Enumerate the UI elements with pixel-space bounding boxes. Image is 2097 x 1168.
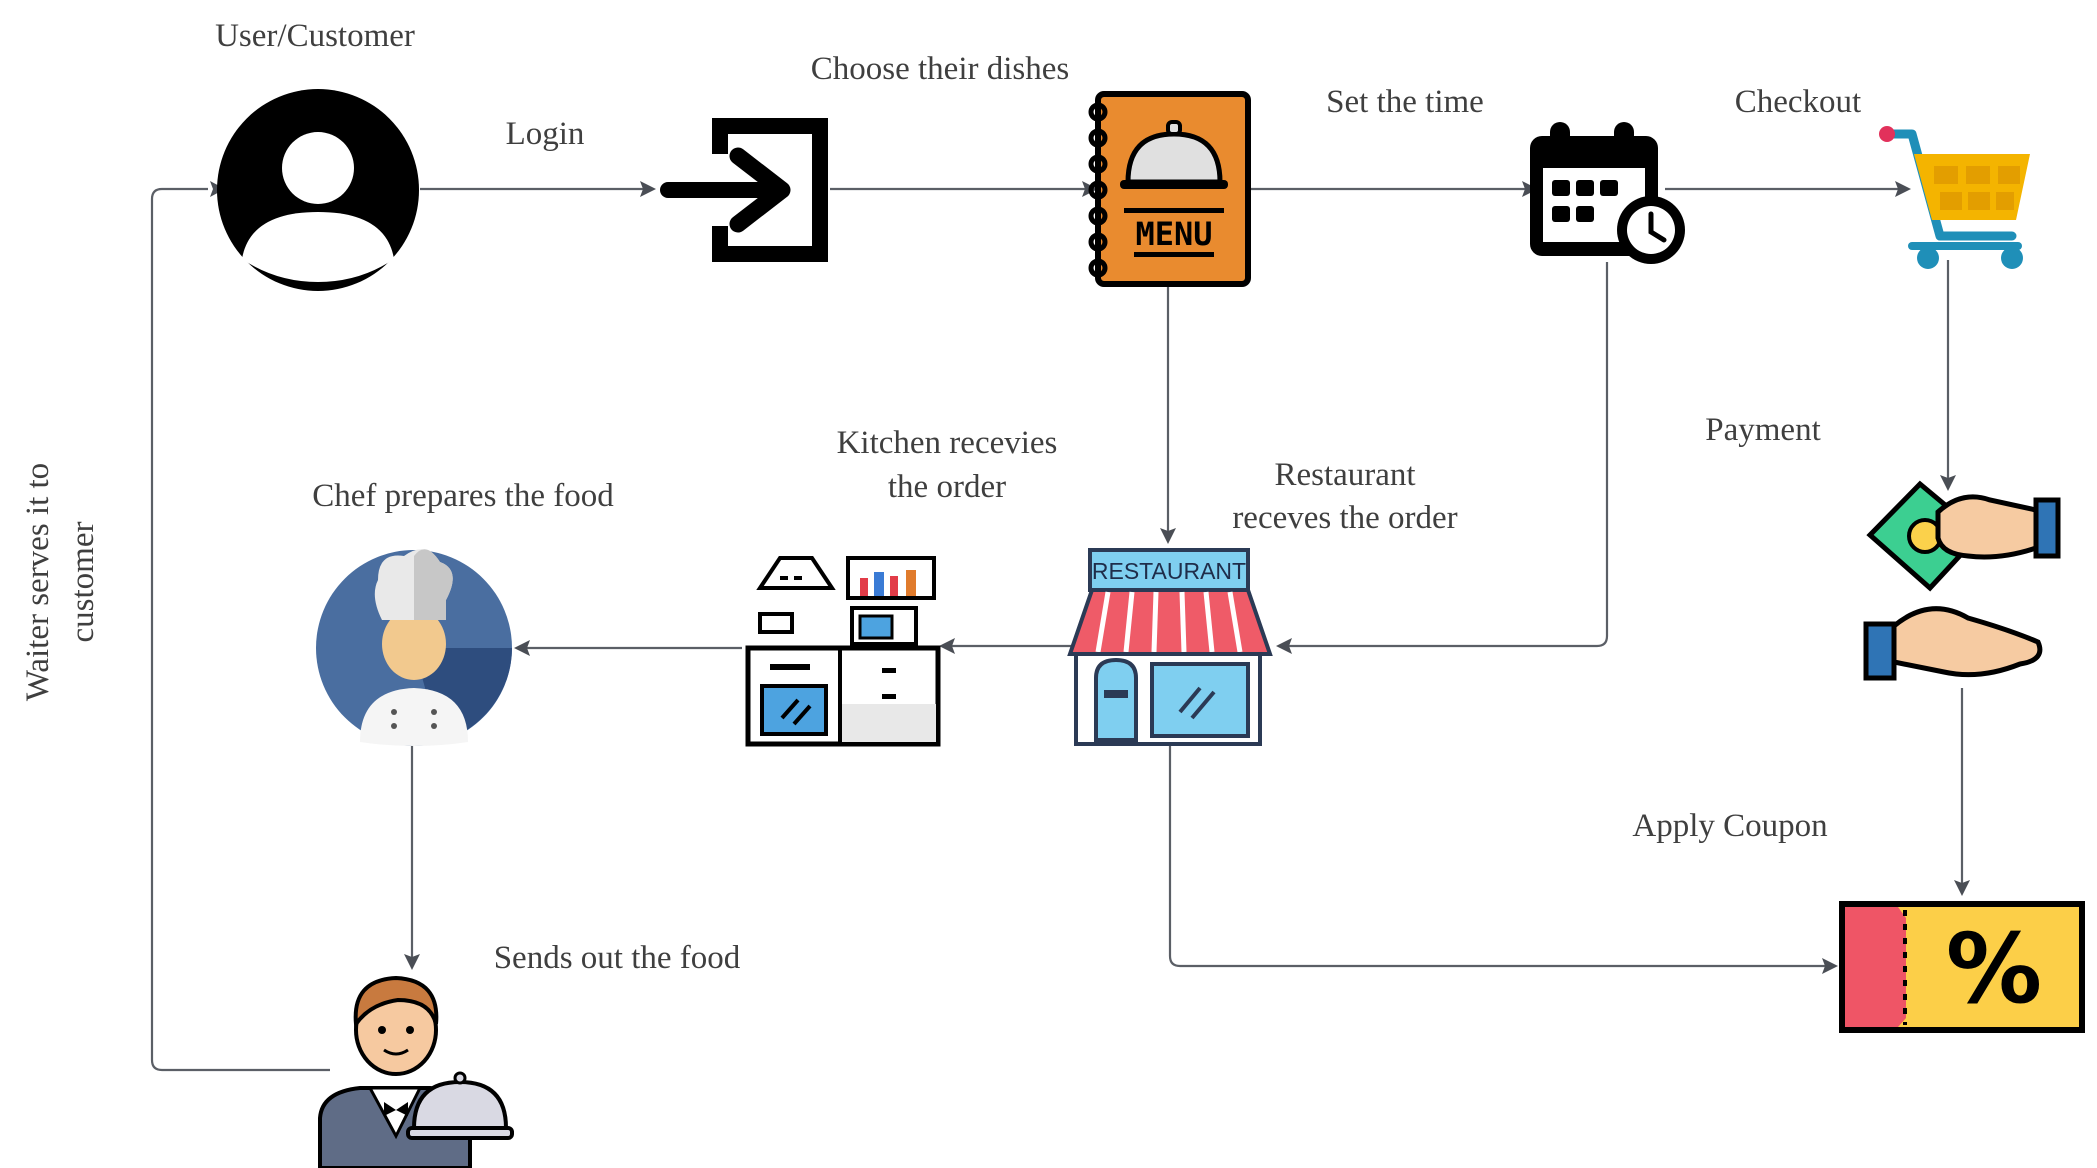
user-icon: [217, 89, 419, 291]
label-choose-dishes: Choose their dishes: [811, 51, 1069, 87]
label-waiter-line2: customer: [65, 522, 101, 643]
arrowhead-restaurant-down: [1160, 528, 1176, 544]
edge-waiter-to-user: [150, 187, 330, 1072]
arrowhead-restaurant-side: [1276, 638, 1292, 654]
label-apply-coupon: Apply Coupon: [1632, 808, 1827, 844]
calendar-clock-icon: [1530, 122, 1685, 264]
arrowhead-coupon-down: [1954, 880, 1970, 896]
label-restaurant-line1: Restaurant: [1274, 457, 1415, 493]
arrowhead-chef: [514, 640, 530, 656]
labels: User/Customer Login Choose their dishes …: [20, 18, 1861, 976]
edge-calendar-to-restaurant: [1282, 262, 1609, 648]
arrowhead-kitchen: [939, 638, 955, 654]
edges: [150, 187, 1964, 1072]
kitchen-icon: [745, 556, 941, 747]
label-waiter-line1: Waiter serves it to: [20, 463, 56, 701]
label-user-customer: User/Customer: [215, 18, 415, 54]
arrowheads: [210, 181, 1970, 974]
arrowhead-payment: [1940, 475, 1956, 491]
menu-book-icon: MENU: [1088, 91, 1251, 287]
restaurant-store-icon: RESTAURANT: [1067, 548, 1273, 746]
coupon-icon: %: [1839, 901, 2085, 1033]
label-set-time: Set the time: [1326, 84, 1484, 120]
arrowhead-login: [640, 181, 656, 197]
menu-text: MENU: [1135, 215, 1212, 253]
arrowhead-cart: [1895, 181, 1911, 197]
login-icon: [660, 118, 828, 262]
label-kitchen-line2: the order: [888, 469, 1006, 505]
restaurant-sign-text: RESTAURANT: [1092, 558, 1246, 584]
arrowhead-coupon-side: [1822, 958, 1838, 974]
label-kitchen-line1: Kitchen recevies: [837, 425, 1058, 461]
waiter-icon: [318, 975, 514, 1168]
label-login: Login: [506, 116, 585, 152]
edge-restaurant-to-coupon: [1168, 745, 1830, 968]
coupon-percent: %: [1946, 913, 2042, 1025]
shopping-cart-icon: [1879, 126, 2030, 269]
label-payment: Payment: [1705, 412, 1820, 448]
chef-icon: [316, 549, 512, 746]
label-checkout: Checkout: [1735, 84, 1861, 120]
payment-hands-icon: [1863, 480, 2061, 681]
label-sends-food: Sends out the food: [494, 940, 741, 976]
label-chef: Chef prepares the food: [312, 478, 614, 514]
arrowhead-waiter: [404, 954, 420, 970]
label-restaurant-line2: receves the order: [1232, 500, 1457, 536]
